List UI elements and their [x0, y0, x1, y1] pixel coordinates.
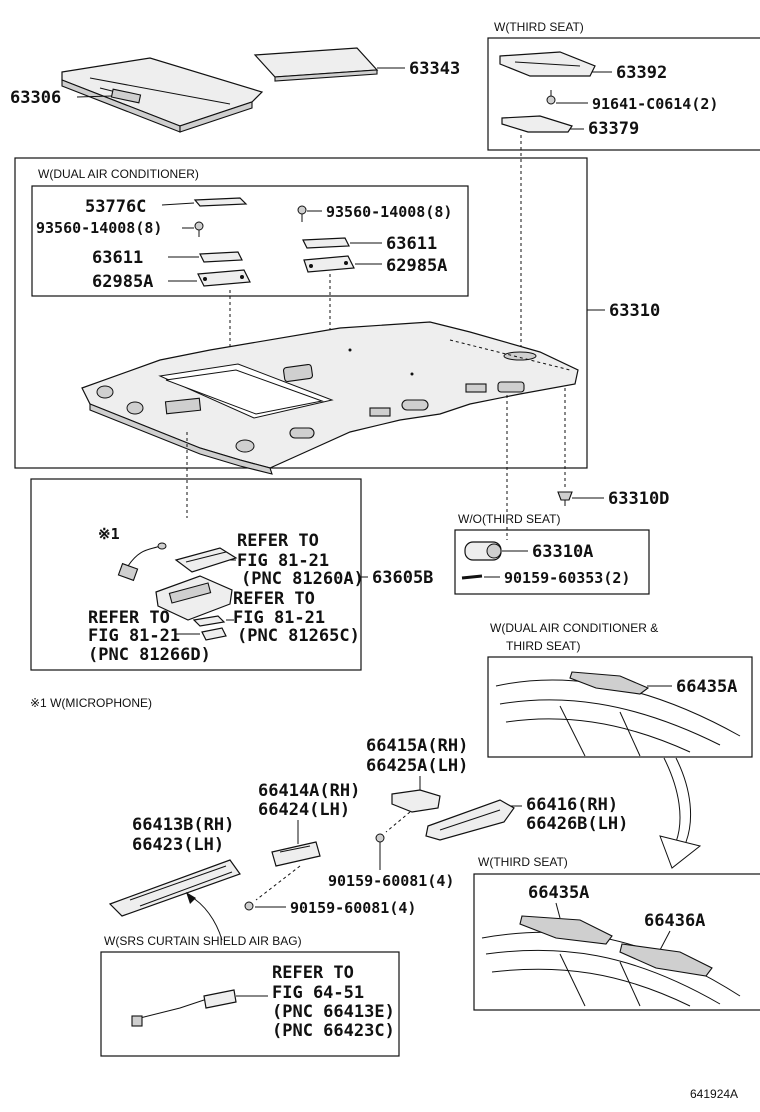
screw-90159-60353 [461, 574, 483, 580]
part-63306: 63306 [10, 88, 61, 108]
part-66415a: 66415A(RH) [366, 736, 468, 756]
airbag-sketch [131, 989, 237, 1027]
part-66435a-bottom: 66435A [528, 883, 589, 903]
part-66425a: 66425A(LH) [366, 756, 468, 776]
caption-dual-air: W(DUAL AIR CONDITIONER) [38, 167, 199, 181]
trim-66416 [425, 799, 515, 841]
ref1-line3: (PNC 81260A) [241, 569, 364, 589]
part-66436a: 66436A [644, 911, 705, 931]
pad-63611-right [302, 237, 350, 249]
dual-air-third-seat-box [487, 656, 753, 758]
headliner-63310 [81, 321, 579, 475]
part-66414a: 66414A(RH) [258, 781, 360, 801]
caption-wo-third-seat: W/O(THIRD SEAT) [458, 512, 560, 526]
ref3-line3: (PNC 81266D) [88, 645, 211, 665]
lamp-lens-81260a [174, 547, 238, 573]
bracket-63392 [499, 51, 596, 77]
part-90159-60353: 90159-60353(2) [504, 569, 630, 587]
part-63310a: 63310A [532, 542, 593, 562]
map-lamp-63605b-box [30, 478, 362, 671]
wo-third-seat-box [454, 529, 650, 595]
part-66423: 66423(LH) [132, 835, 224, 855]
arrow-to-third-seat [659, 757, 702, 869]
garnish-66413b [108, 859, 241, 917]
diagram-id: 641924A [690, 1087, 738, 1101]
lamp-part-81266d [192, 615, 227, 641]
screw-90159-60081-b [244, 901, 254, 911]
caption-third-seat-bottom: W(THIRD SEAT) [478, 855, 568, 869]
arrow-srs [186, 892, 223, 941]
duct-66436a [619, 943, 713, 977]
cover-62985a-left [197, 269, 251, 287]
caption-third-seat-top: W(THIRD SEAT) [494, 20, 584, 34]
microphone-mark: ※1 [98, 525, 120, 543]
clip-93560-right [297, 205, 307, 222]
part-62985a-right: 62985A [386, 256, 447, 276]
ref3-line1: REFER TO [88, 608, 170, 628]
ref4-line1: REFER TO [272, 963, 354, 983]
screw-90159-60081-a [375, 833, 385, 870]
part-63310d: 63310D [608, 489, 669, 509]
ref2-line1: REFER TO [233, 589, 315, 609]
caption-dual-air-third-line1: W(DUAL AIR CONDITIONER & [490, 621, 658, 635]
clip-63310d [557, 491, 573, 506]
part-63611-right: 63611 [386, 234, 437, 254]
part-91641: 91641-C0614(2) [592, 95, 718, 113]
cover-62985a-right [303, 255, 355, 273]
dual-air-box [31, 185, 469, 297]
clip-93560-left [194, 221, 204, 237]
bracket-63379 [501, 115, 573, 133]
part-62985a-left: 62985A [92, 272, 153, 292]
part-90159-60081-b: 90159-60081(4) [290, 899, 416, 917]
part-63310: 63310 [609, 301, 660, 321]
part-66435a-top: 66435A [676, 677, 737, 697]
part-66416: 66416(RH) [526, 795, 618, 815]
microphone-note: ※1 W(MICROPHONE) [30, 696, 152, 710]
part-66413b: 66413B(RH) [132, 815, 234, 835]
srs-airbag-box [100, 951, 400, 1057]
bracket-53776c [193, 197, 248, 207]
ref1-line2: FIG 81-21 [237, 551, 329, 571]
part-66426b: 66426B(LH) [526, 814, 628, 834]
part-63392: 63392 [616, 63, 667, 83]
ref3-line2: FIG 81-21 [88, 626, 180, 646]
duct-66435a-lower [519, 915, 613, 945]
ref4-line4: (PNC 66423C) [272, 1021, 395, 1041]
part-63379: 63379 [588, 119, 639, 139]
caption-srs-airbag: W(SRS CURTAIN SHIELD AIR BAG) [104, 934, 302, 948]
ref1-line1: REFER TO [237, 531, 319, 551]
part-93560-left: 93560-14008(8) [36, 219, 162, 237]
pad-63611-left [199, 251, 243, 263]
headliner-63310-box [14, 157, 588, 469]
trim-66415a [391, 789, 441, 813]
part-63343: 63343 [409, 59, 460, 79]
ref4-line3: (PNC 66413E) [272, 1002, 395, 1022]
ref2-line3: (PNC 81265C) [237, 626, 360, 646]
pad-63343 [253, 47, 379, 82]
third-seat-bottom-box [473, 873, 760, 1011]
screw-91641 [546, 90, 556, 105]
part-90159-60081-a: 90159-60081(4) [328, 872, 454, 890]
microphone [117, 542, 167, 582]
ref2-line2: FIG 81-21 [233, 608, 325, 628]
part-66424: 66424(LH) [258, 800, 350, 820]
sunshade-63306 [61, 57, 264, 133]
part-63605b: 63605B [372, 568, 433, 588]
ref4-line2: FIG 64-51 [272, 983, 364, 1003]
part-93560-right: 93560-14008(8) [326, 203, 452, 221]
caption-dual-air-third-line2: THIRD SEAT) [506, 639, 580, 653]
lamp-housing-81265c [155, 575, 233, 621]
trim-66414a [271, 841, 321, 867]
plug-63310a [464, 541, 502, 561]
part-53776c: 53776C [85, 197, 146, 217]
part-63611-left: 63611 [92, 248, 143, 268]
third-seat-top-box [487, 37, 760, 151]
duct-66435a-upper [569, 671, 650, 695]
